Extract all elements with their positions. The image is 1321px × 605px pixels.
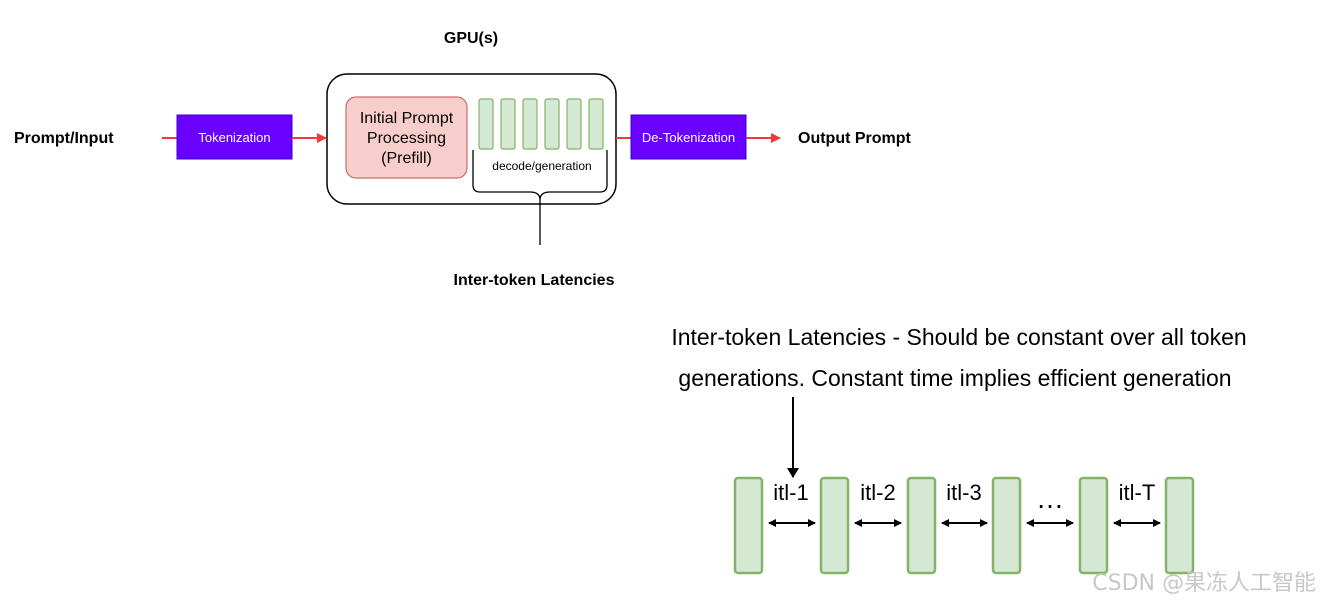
itl-gap-label-3: itl-3 <box>946 480 981 505</box>
itl-token-bar <box>906 476 937 575</box>
decode-token-bar <box>544 98 560 150</box>
detokenization-label: De-Tokenization <box>642 130 735 145</box>
decode-token-bar <box>566 98 582 150</box>
decode-token-bar <box>478 98 494 150</box>
itl-note-line-2: generations. Constant time implies effic… <box>678 365 1231 391</box>
decode-brace <box>472 150 608 245</box>
tokenization-box <box>176 114 293 160</box>
prefill-line-3: (Prefill) <box>381 150 432 167</box>
decode-token-bar <box>588 98 604 150</box>
itl-gap-ellipsis: … <box>1036 483 1064 514</box>
itl-token-bar <box>733 476 764 575</box>
itl-token-bar <box>819 476 850 575</box>
itl-gap-label-2: itl-2 <box>860 480 895 505</box>
itl-token-bars <box>733 476 1195 575</box>
itl-gap-label-1: itl-1 <box>773 480 808 505</box>
itl-token-bar <box>1078 476 1109 575</box>
prefill-box <box>345 96 468 179</box>
tokenization-label: Tokenization <box>198 130 270 145</box>
prefill-line-2: Processing <box>367 130 446 147</box>
output-label: Output Prompt <box>798 130 912 147</box>
itl-token-bar <box>1164 476 1195 575</box>
decode-label: decode/generation <box>492 159 591 173</box>
itl-note-line-1: Inter-token Latencies - Should be consta… <box>671 324 1246 350</box>
itl-token-bar <box>991 476 1022 575</box>
itl-caption: Inter-token Latencies <box>454 272 615 289</box>
itl-gap-label-T: itl-T <box>1119 480 1156 505</box>
watermark: CSDN @果冻人工智能 <box>1092 571 1316 596</box>
gpu-label: GPU(s) <box>444 30 498 47</box>
decode-token-bars <box>478 98 604 150</box>
prefill-line-1: Initial Prompt <box>360 110 454 127</box>
detokenization-box <box>630 114 747 160</box>
input-label: Prompt/Input <box>14 130 114 147</box>
decode-token-bar <box>500 98 516 150</box>
decode-token-bar <box>522 98 538 150</box>
